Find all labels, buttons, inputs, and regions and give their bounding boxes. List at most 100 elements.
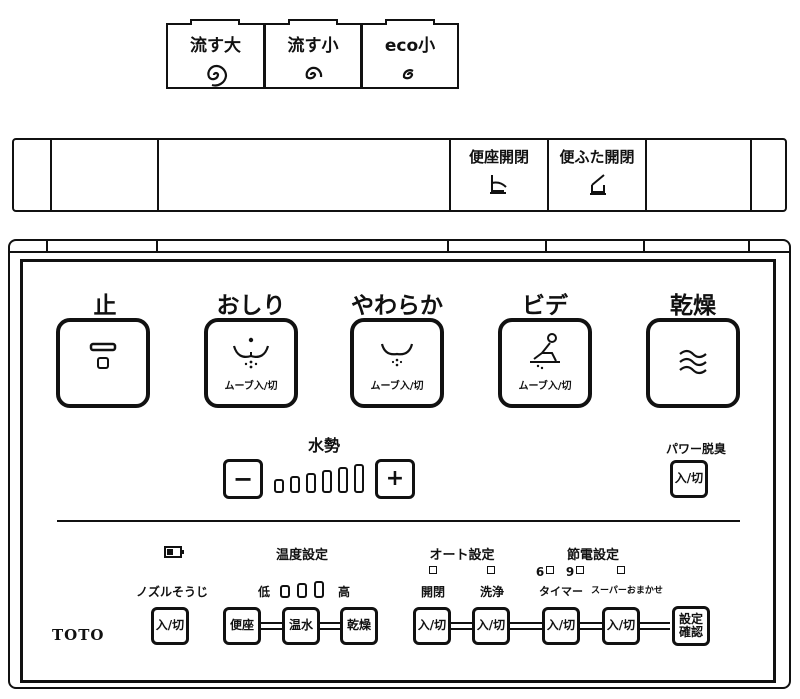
flush-eco-button[interactable]: eco小 [361, 19, 459, 89]
lid-icon [590, 174, 606, 195]
timer-label: タイマー [539, 585, 583, 598]
super-save-button-label: 入/切 [606, 618, 636, 633]
deodorize-title: パワー脱臭 [665, 442, 726, 456]
nozzle-clean-title: ノズルそうじ [135, 585, 208, 599]
button-rail [450, 622, 476, 630]
dry-temp-button-label: 乾燥 [346, 618, 371, 633]
minus-icon: − [232, 464, 254, 493]
bidet-move-label: ムーブ入/切 [518, 381, 572, 392]
bar-divider [547, 140, 549, 210]
auto-setting-title: オート設定 [429, 548, 495, 563]
save-6-led [546, 566, 554, 574]
settings-confirm-line2: 確認 [678, 625, 703, 639]
settings-confirm-button[interactable]: 設定 確認 [672, 606, 710, 646]
bidet-icon [530, 333, 560, 370]
panel-top-rail [10, 239, 789, 253]
oshiri-label: おしり [216, 293, 286, 319]
yawaraka-label: やわらか [351, 293, 443, 319]
rail-tick [46, 239, 48, 251]
auto-wash-button[interactable]: 入/切 [472, 607, 510, 645]
button-rail [580, 622, 604, 630]
dry-label: 乾燥 [670, 293, 716, 319]
water-level-segment [354, 464, 364, 493]
auto-open-button[interactable]: 入/切 [413, 607, 451, 645]
rail-tick [643, 239, 645, 251]
timer-button[interactable]: 入/切 [542, 607, 580, 645]
seat-open-close-label: 便座開閉 [468, 148, 529, 166]
dry-temp-button[interactable]: 乾燥 [340, 607, 378, 645]
water-temp-button-label: 温水 [288, 618, 313, 633]
temp-level-segment [314, 581, 324, 598]
flush-large-button[interactable]: 流す大 [166, 19, 265, 89]
temp-setting-title: 温度設定 [275, 548, 328, 563]
stop-button[interactable] [56, 318, 150, 408]
super-label: スーパーおまかせ [591, 586, 663, 596]
power-save-title: 節電設定 [566, 548, 619, 563]
bidet-button[interactable]: ムーブ入/切 [498, 318, 592, 408]
soft-wash-icon [380, 343, 414, 367]
bar-divider [157, 140, 159, 210]
bar-divider [645, 140, 647, 210]
deodorize-toggle-label: 入/切 [674, 471, 704, 486]
super-save-button[interactable]: 入/切 [602, 607, 640, 645]
auto-wash-led [487, 566, 495, 574]
oshiri-button[interactable]: ムーブ入/切 [204, 318, 298, 408]
temp-level-indicator [276, 578, 332, 600]
dry-button[interactable] [646, 318, 740, 408]
rail-tick [545, 239, 547, 251]
save-9-led [576, 566, 584, 574]
temp-level-segment [297, 583, 307, 598]
water-level-segment [338, 467, 348, 493]
deodorize-toggle-button[interactable]: 入/切 [670, 460, 708, 498]
water-level-segment [274, 479, 284, 493]
flush-eco-label: eco小 [384, 36, 436, 56]
save-9-label: 9 [565, 565, 575, 579]
nozzle-clean-button[interactable]: 入/切 [151, 607, 189, 645]
bar-divider [50, 140, 52, 210]
button-tab [385, 19, 435, 25]
save-6-label: 6 [535, 565, 545, 579]
control-panel [20, 259, 776, 683]
cover-open-close-label: 便ふた開閉 [559, 148, 635, 166]
plus-icon: + [385, 465, 405, 491]
rail-tick [447, 239, 449, 251]
battery-icon [164, 546, 184, 558]
bar-divider [449, 140, 451, 210]
auto-open-button-label: 入/切 [417, 618, 447, 633]
flush-large-label: 流す大 [190, 36, 241, 56]
lid-control-bar: 便座開閉 便ふた開閉 [12, 138, 787, 212]
seat-temp-button-label: 便座 [229, 618, 254, 633]
control-panel-frame [8, 239, 791, 689]
stop-label: 止 [93, 293, 117, 319]
flush-small-label: 流す小 [287, 36, 339, 56]
button-tab [288, 19, 338, 25]
flush-small-button[interactable]: 流す小 [264, 19, 362, 89]
water-level-segment [290, 476, 300, 493]
water-minus-button[interactable]: − [223, 459, 263, 499]
yawaraka-button[interactable]: ムーブ入/切 [350, 318, 444, 408]
temp-level-segment [280, 585, 290, 598]
rail-tick [156, 239, 158, 251]
rail-tick [748, 239, 750, 251]
stop-icon [89, 342, 117, 369]
seat-temp-button[interactable]: 便座 [223, 607, 261, 645]
dry-waves-icon [679, 349, 707, 375]
auto-wash-button-label: 入/切 [476, 618, 506, 633]
temp-high-label: 高 [337, 585, 350, 599]
seat-icon [490, 175, 507, 194]
toto-logo: TOTO [52, 626, 105, 644]
cover-open-close-button[interactable]: 便ふた開閉 [549, 140, 645, 210]
swirl-eco-icon [402, 69, 414, 80]
oshiri-move-label: ムーブ入/切 [224, 381, 278, 392]
water-level-segment [306, 473, 316, 493]
timer-button-label: 入/切 [546, 618, 576, 633]
water-level-indicator [274, 461, 370, 497]
seat-open-close-button[interactable]: 便座開閉 [451, 140, 547, 210]
water-plus-button[interactable]: + [375, 459, 415, 499]
auto-open-label: 開閉 [420, 585, 445, 599]
nozzle-clean-button-label: 入/切 [155, 618, 185, 633]
auto-open-led [429, 566, 437, 574]
water-temp-button[interactable]: 温水 [282, 607, 320, 645]
bidet-label: ビデ [522, 293, 568, 319]
temp-low-label: 低 [257, 585, 270, 599]
